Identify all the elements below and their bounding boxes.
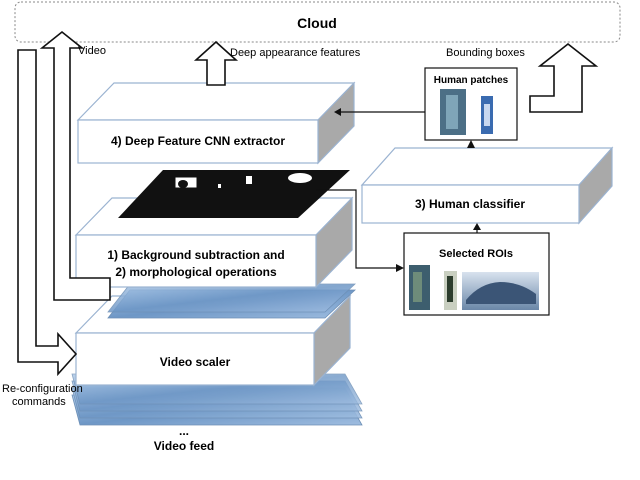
bounding-boxes-label: Bounding boxes	[446, 47, 525, 59]
deep-features-label: Deep appearance features	[230, 47, 361, 59]
cnn-extractor-label: 4) Deep Feature CNN extractor	[111, 134, 285, 148]
scaled-frame-stack	[107, 283, 357, 319]
video-label: Video	[78, 45, 106, 57]
reconfiguration-arrow: Re-configuration commands	[2, 49, 83, 408]
foreground-mask	[118, 170, 350, 218]
human-patches-panel: Human patches	[424, 67, 518, 141]
selected-rois-label: Selected ROIs	[439, 248, 513, 260]
background-subtraction-label: 1) Background subtraction and	[107, 248, 284, 262]
human-patches-label: Human patches	[434, 75, 509, 86]
connectors	[316, 108, 481, 272]
video-scaler-label: Video scaler	[160, 355, 231, 369]
bounding-boxes-arrow: Bounding boxes	[446, 42, 599, 113]
human-classifier-label: 3) Human classifier	[415, 197, 525, 211]
selected-rois-panel: Selected ROIs	[403, 232, 550, 316]
morphological-operations-label: 2) morphological operations	[115, 265, 277, 279]
video-feed-label: Video feed	[154, 439, 214, 453]
reconfiguration-label-line2: commands	[12, 396, 66, 408]
reconfiguration-label-line1: Re-configuration	[2, 383, 83, 395]
cloud-label: Cloud	[297, 15, 337, 31]
human-classifier-box: 3) Human classifier	[360, 146, 614, 225]
cloud-box: Cloud	[14, 1, 621, 43]
cnn-extractor-box: 4) Deep Feature CNN extractor	[76, 81, 356, 165]
deep-features-arrow: Deep appearance features	[193, 40, 361, 86]
ellipsis-label: ...	[179, 424, 189, 438]
video-upload-arrow: Video	[39, 30, 111, 301]
